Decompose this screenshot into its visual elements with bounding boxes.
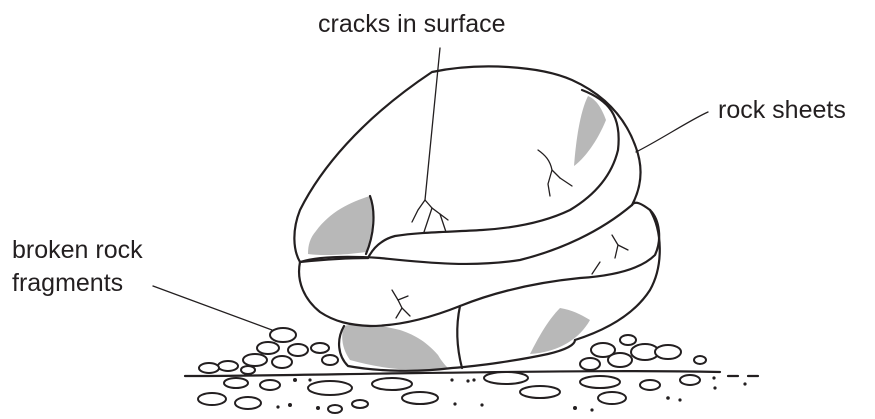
label-broken-rock-line2: fragments [12, 269, 123, 297]
leader-sheets [636, 112, 708, 152]
label-rock-sheets: rock sheets [718, 96, 846, 124]
rock-sheet-edge-right [368, 90, 619, 258]
ground-line [185, 371, 720, 376]
leader-fragments [153, 286, 272, 330]
rock-lower-sheet-top [457, 306, 462, 368]
label-cracks-in-surface: cracks in surface [318, 10, 506, 38]
label-broken-rock-line1: broken rock [12, 236, 143, 264]
